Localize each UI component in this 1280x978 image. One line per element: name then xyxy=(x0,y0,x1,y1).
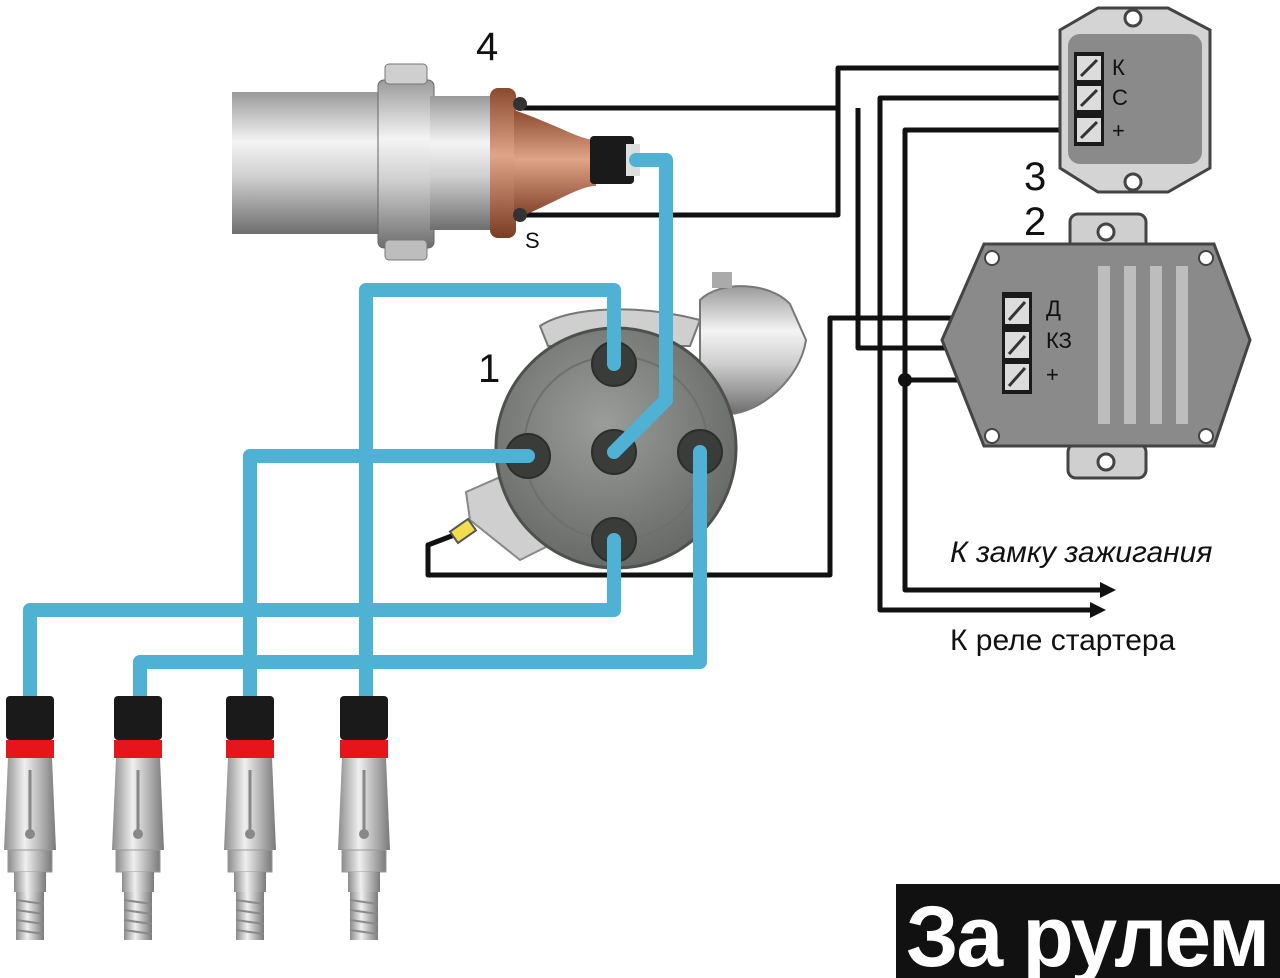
hv-wire-plug-1 xyxy=(23,533,621,717)
distributor-number-label: 1 xyxy=(478,347,500,391)
switch-label-d: Д xyxy=(1046,296,1061,321)
coil-terminal-top xyxy=(513,97,527,111)
electronic-switch xyxy=(940,212,1252,480)
arrow-starter-relay xyxy=(1090,602,1106,618)
hv-wire-plug-3 xyxy=(243,449,535,717)
coil-terminal-s xyxy=(513,208,527,222)
logo-text: За рулем xyxy=(906,889,1268,978)
za-rulem-logo: За рулем xyxy=(896,884,1280,978)
wire-coil-s-to-switch xyxy=(520,108,841,218)
junction-dot xyxy=(898,373,912,387)
resistor-label-plus: + xyxy=(1112,118,1125,143)
switch-number-label: 2 xyxy=(1024,200,1046,244)
wire-coil-to-resistor-k xyxy=(520,65,1082,111)
spark-plugs xyxy=(4,696,390,940)
arrow-ignition-lock xyxy=(1100,582,1116,598)
high-voltage-wires xyxy=(23,153,707,717)
hv-wire-plug-2 xyxy=(133,445,707,717)
spark-plug-2 xyxy=(112,696,164,940)
switch-label-kz: КЗ xyxy=(1046,328,1072,353)
coil-number-label: 4 xyxy=(476,25,498,69)
wire-resistor-plus xyxy=(902,127,1100,593)
coil-terminal-s-label: S xyxy=(525,228,540,253)
spark-plug-3 xyxy=(224,696,276,940)
hv-wire-coil xyxy=(607,153,673,459)
ignition-coil xyxy=(232,63,640,261)
switch-label-plus: + xyxy=(1046,362,1059,387)
additional-resistor xyxy=(1058,6,1212,194)
resistor-number-label: 3 xyxy=(1024,155,1046,199)
spark-plug-1 xyxy=(4,696,56,940)
wire-resistor-c xyxy=(877,95,1100,613)
ignition-lock-label: К замку зажигания xyxy=(950,536,1212,569)
starter-relay-label: К реле стартера xyxy=(950,624,1176,657)
hv-wire-plug-4 xyxy=(359,283,621,717)
distributor xyxy=(448,272,808,570)
spark-plug-4 xyxy=(338,696,390,940)
resistor-label-k: К xyxy=(1112,55,1125,80)
resistor-label-c: С xyxy=(1112,85,1128,110)
